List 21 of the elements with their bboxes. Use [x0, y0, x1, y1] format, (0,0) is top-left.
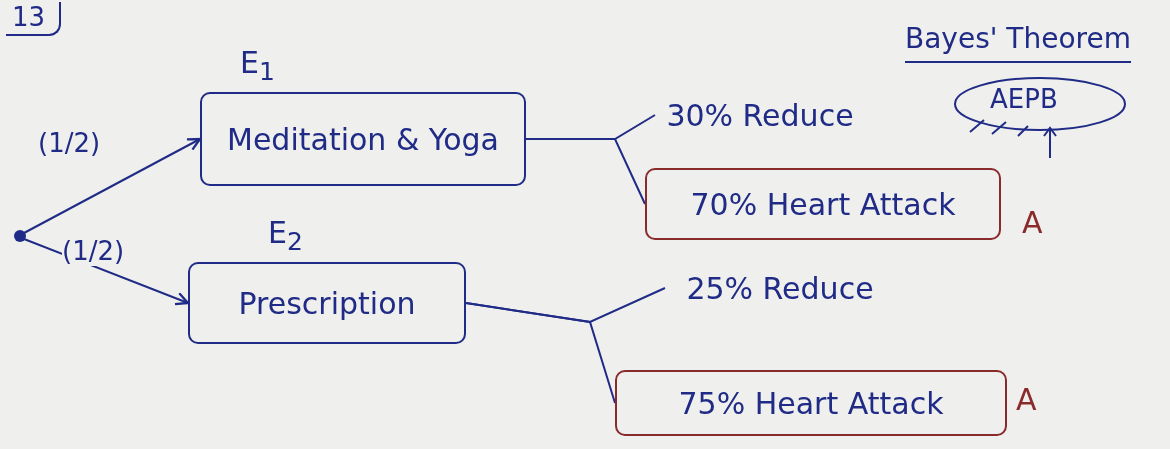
crossed-note: AEPB [990, 84, 1058, 114]
outcome-text: 25% Reduce [665, 268, 895, 308]
outcome-text: 30% Reduce [655, 95, 865, 135]
box-label: Prescription [238, 285, 416, 321]
process-box [188, 262, 466, 344]
box-label: Meditation & Yoga [227, 121, 499, 157]
outcome-box [645, 168, 1001, 240]
event-name: E$_{1}$ [240, 45, 275, 86]
box-label: 75% Heart Attack [678, 385, 944, 421]
outcome-box [615, 370, 1007, 436]
process-box [200, 92, 526, 186]
branch-line [465, 302, 616, 404]
event-name: E$_{2}$ [268, 215, 303, 256]
start-dot [14, 230, 26, 242]
arrow [23, 137, 202, 234]
branch-line [525, 138, 646, 205]
title: Bayes' Theorem [905, 22, 1131, 63]
event-label: A [1016, 382, 1037, 417]
event-label: A [1022, 205, 1043, 240]
box-label: 70% Heart Attack [690, 186, 956, 222]
question-number: 13 [6, 2, 62, 36]
